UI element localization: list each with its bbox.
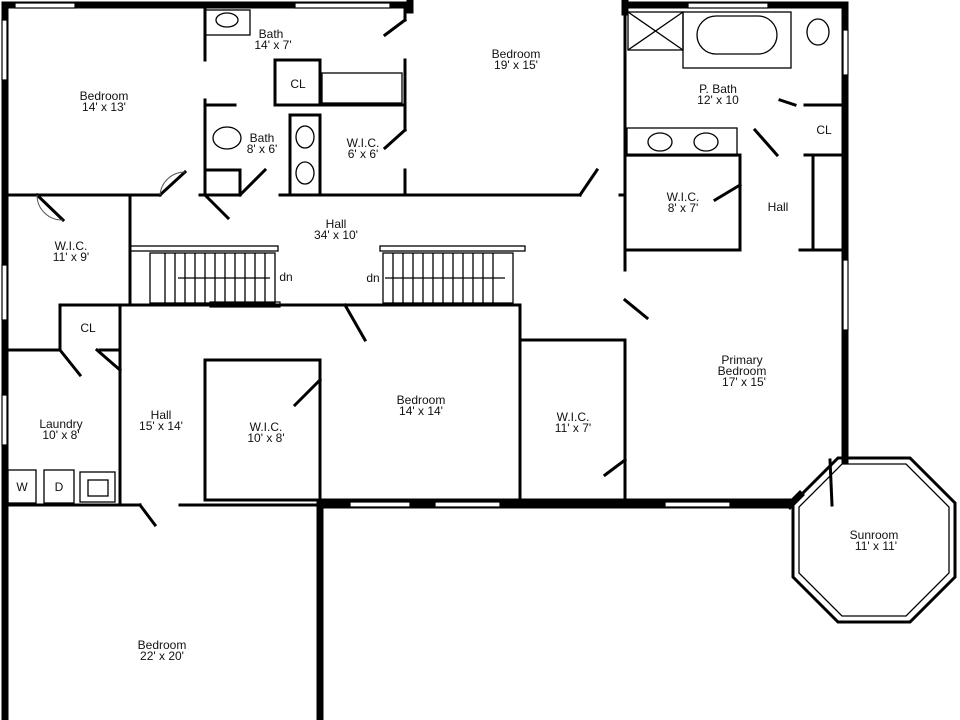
room-name: Bedroom: [492, 47, 541, 61]
washer-label: W: [16, 480, 28, 494]
room-name: Sunroom: [850, 528, 899, 542]
room-size: 11' x 9': [53, 250, 89, 264]
room-name: Primary: [721, 353, 762, 367]
room-size: 6' x 6': [348, 147, 379, 161]
room-name: Bath: [259, 27, 284, 41]
room-size: 11' x 7': [555, 421, 591, 435]
room-name: Bath: [250, 131, 275, 145]
stairs-label: dn: [279, 270, 292, 284]
stairs-label: dn: [366, 271, 379, 285]
doors: [34, 17, 834, 528]
room-size: 15' x 14': [139, 419, 183, 433]
windows: [1, 2, 849, 508]
room-name: Bedroom: [718, 364, 767, 378]
stairs-right: [379, 245, 526, 304]
room-name: W.I.C.: [250, 420, 283, 434]
room-size: 14' x 7': [254, 38, 291, 52]
room-size: 34' x 10': [314, 228, 358, 242]
room-size: 10' x 8': [247, 431, 284, 445]
exterior-walls: [1, 0, 849, 720]
room-name: Bedroom: [138, 638, 187, 652]
dryer-label: D: [55, 480, 64, 494]
room-name: W.I.C.: [667, 190, 700, 204]
room-name: W.I.C.: [55, 239, 88, 253]
room-size: 11' x 11': [855, 539, 897, 553]
fixtures: [7, 9, 830, 504]
room-name: P. Bath: [699, 82, 737, 96]
room-size: 14' x 14': [399, 404, 443, 418]
room-size: 8' x 6': [247, 142, 278, 156]
room-name: Hall: [768, 200, 789, 214]
sunroom-octagon: [791, 456, 957, 624]
room-name: CL: [816, 123, 832, 137]
room-name: CL: [290, 77, 306, 91]
room-name: Laundry: [39, 417, 82, 431]
room-size: 14' x 13': [82, 100, 126, 114]
room-name: Bedroom: [397, 393, 446, 407]
room-size: 19' x 15': [494, 58, 538, 72]
room-size: 10' x 8': [42, 428, 79, 442]
room-name: Bedroom: [80, 89, 129, 103]
room-name: W.I.C.: [557, 410, 590, 424]
room-size: 17' x 15': [722, 375, 766, 389]
room-name: W.I.C.: [347, 136, 380, 150]
room-labels: Bedroom 14' x 13' Bath 14' x 7' Bath 8' …: [16, 27, 898, 663]
room-size: 12' x 10: [697, 93, 739, 107]
room-name: Hall: [151, 408, 172, 422]
room-size: 22' x 20': [140, 649, 184, 663]
stairs-left: [129, 245, 279, 304]
room-name: Hall: [326, 217, 347, 231]
room-size: 8' x 7': [668, 201, 699, 215]
room-name: CL: [80, 321, 96, 335]
